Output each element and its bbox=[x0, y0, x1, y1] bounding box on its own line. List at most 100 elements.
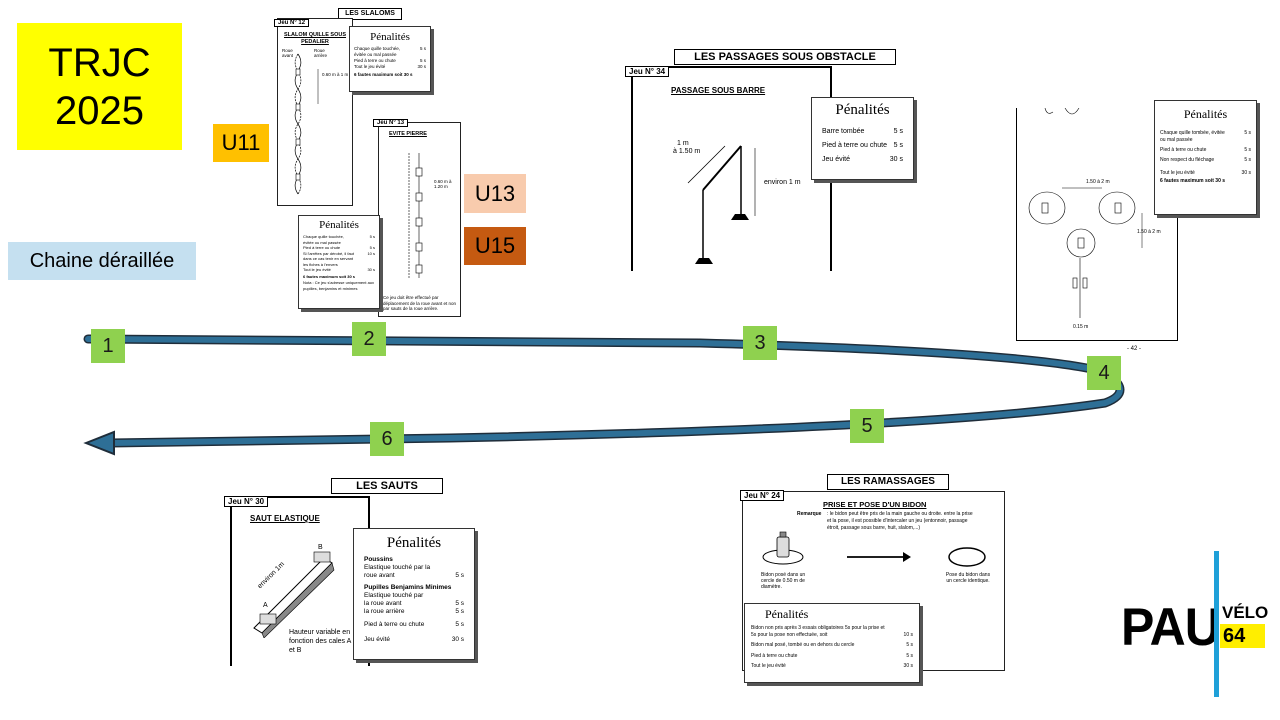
jeu34-title: PASSAGE SOUS BARRE bbox=[671, 86, 766, 95]
step-3: 3 bbox=[743, 326, 777, 360]
pen13-max: 6 fautes maximum soit 30 s bbox=[303, 273, 356, 279]
sheet-jeu13: Jeu N° 13 EVITE PIERRE 0.60 m à 1.20 m C… bbox=[373, 119, 461, 317]
jeu13-label: Jeu N° 13 bbox=[373, 119, 409, 127]
logo-64: 64 bbox=[1220, 624, 1265, 648]
section-ramassages: LES RAMASSAGES bbox=[827, 474, 949, 490]
penalty-card-trefle: Pénalités Chaque quille tombée, évitée o… bbox=[1154, 100, 1257, 215]
jeu34-dim3: environ 1 m bbox=[764, 179, 801, 186]
jeu34-dim1: 1 m bbox=[677, 140, 689, 147]
jeu24-label: Jeu N° 24 bbox=[740, 490, 785, 501]
jeu12-label: Jeu N° 12 bbox=[274, 19, 310, 27]
penalty-card-jeu13: Pénalités Chaque quille touchée, évitée … bbox=[298, 215, 380, 309]
trefle-diagram bbox=[1028, 108, 1143, 318]
pen24-row-1: Bidon non pris après 3 essais obligatoir… bbox=[751, 625, 913, 638]
pen24-row-2: Bidon mal posé, tombé ou en dehors du ce… bbox=[751, 642, 913, 648]
jeu13-distance: 0.60 m à 1.20 m bbox=[434, 179, 452, 189]
title-line2: 2025 bbox=[55, 88, 144, 133]
jeu24-left-text: Bidon posé dans un cercle de 0.50 m de d… bbox=[761, 572, 806, 590]
logo-velo: VÉLO bbox=[1222, 603, 1269, 622]
category-u13: U13 bbox=[464, 174, 526, 213]
pen30-poussins: Poussins bbox=[364, 556, 393, 563]
trefle-dim1: 1.50 à 2 m bbox=[1086, 179, 1110, 185]
step-6: 6 bbox=[370, 422, 404, 456]
penalty-card-jeu30: Pénalités Poussins Elastique touché par … bbox=[353, 528, 475, 660]
pen24-title: Pénalités bbox=[765, 607, 809, 621]
jeu30-b: B bbox=[318, 544, 323, 551]
jeu13-note: Ce jeu doit être effectué par déplacemen… bbox=[383, 295, 457, 311]
pen13-row-1: Chaque quille touchée, évitée ou mal pas… bbox=[303, 234, 375, 245]
jeu24-title: PRISE ET POSE D'UN BIDON bbox=[823, 500, 927, 509]
penalty-card-jeu24: Pénalités Bidon non pris après 3 essais … bbox=[744, 603, 920, 683]
category-chaine: Chaine déraillée bbox=[8, 242, 196, 280]
trefle-pen-row-1: Chaque quille tombée, évitée ou mal pass… bbox=[1160, 130, 1251, 143]
jeu30-a: A bbox=[263, 602, 268, 609]
jeu24-remarque-label: Remarque bbox=[797, 511, 822, 517]
section-slaloms: LES SLALOMS bbox=[338, 8, 402, 20]
path-arrowhead bbox=[83, 430, 115, 456]
pen30-pbm-line: Elastique touché par bbox=[364, 592, 424, 599]
pen13-nota: Nota : Ce jeu s'adresse uniquement aux p… bbox=[303, 280, 375, 291]
jeu30-note: Hauteur variable en fonction des cales A… bbox=[289, 629, 351, 654]
step-4: 4 bbox=[1087, 356, 1121, 390]
sheet-jeu30: Jeu N° 30 SAUT ELASTIQUE environ 1m A B … bbox=[224, 496, 370, 666]
category-u15: U15 bbox=[464, 227, 526, 265]
evite-pierre-diagram bbox=[408, 153, 423, 278]
bidon-diagram bbox=[762, 531, 986, 567]
pen34-title: Pénalités bbox=[835, 102, 890, 118]
trefle-pen-title: Pénalités bbox=[1183, 107, 1228, 121]
sheet-jeu34: Jeu N° 34 PASSAGE SOUS BARRE 1 m à 1.50 … bbox=[625, 66, 832, 271]
jeu12-roue-avant: Roue avant bbox=[282, 48, 294, 58]
sheet-jeu12: Jeu N° 12 SLALOM QUILLE SOUS PEDALIER Ro… bbox=[274, 18, 353, 206]
jeu30-label: Jeu N° 30 bbox=[224, 496, 269, 507]
sheet-trefle: 1.50 à 2 m 1.50 à 2 m 0.15 m bbox=[1016, 108, 1178, 341]
saut-diagram bbox=[253, 551, 335, 638]
pen12-row-1: Chaque quille touchée, évitée ou mal pas… bbox=[354, 46, 426, 57]
jeu12-roue-arriere: Roue arrière bbox=[314, 48, 328, 58]
title-line1: TRJC bbox=[48, 40, 151, 85]
penalty-card-jeu12: Pénalités Chaque quille touchée, évitée … bbox=[349, 26, 431, 92]
jeu34-label: Jeu N° 34 bbox=[625, 66, 670, 77]
pen12-title: Pénalités bbox=[370, 31, 410, 43]
jeu30-title: SAUT ELASTIQUE bbox=[250, 514, 320, 523]
pen13-row-3: Si l'arrêtes par dérobé, il faut dans ce… bbox=[303, 250, 375, 267]
jeu13-title: EVITE PIERRE bbox=[389, 131, 427, 137]
trefle-pen-max: 6 fautes maximum soit 30 s bbox=[1160, 178, 1226, 184]
category-u11: U11 bbox=[213, 124, 269, 162]
trefle-dim3: 0.15 m bbox=[1073, 324, 1089, 330]
trefle-dim2: 1.50 à 2 m bbox=[1137, 229, 1161, 235]
section-sauts: LES SAUTS bbox=[331, 478, 443, 494]
jeu34-dim2: à 1.50 m bbox=[673, 148, 701, 155]
logo-bar bbox=[1214, 551, 1219, 697]
slalom-diagram bbox=[294, 53, 319, 195]
pen30-title: Pénalités bbox=[386, 535, 442, 551]
section-passages: LES PASSAGES SOUS OBSTACLE bbox=[674, 49, 896, 65]
logo-pau: PAU bbox=[1121, 597, 1221, 657]
jeu24-right-text: Pose du bidon dans un cercle identique. bbox=[945, 572, 991, 584]
step-2: 2 bbox=[352, 322, 386, 356]
course-path-fill bbox=[85, 336, 1123, 446]
pen30-pbm: Pupilles Benjamins Minimes bbox=[364, 584, 452, 591]
pen13-title: Pénalités bbox=[319, 219, 359, 231]
title-box: TRJC 2025 bbox=[17, 23, 182, 150]
barre-diagram bbox=[687, 145, 756, 264]
jeu24-remarque: : le bidon peut être pris de la main gau… bbox=[827, 511, 973, 531]
